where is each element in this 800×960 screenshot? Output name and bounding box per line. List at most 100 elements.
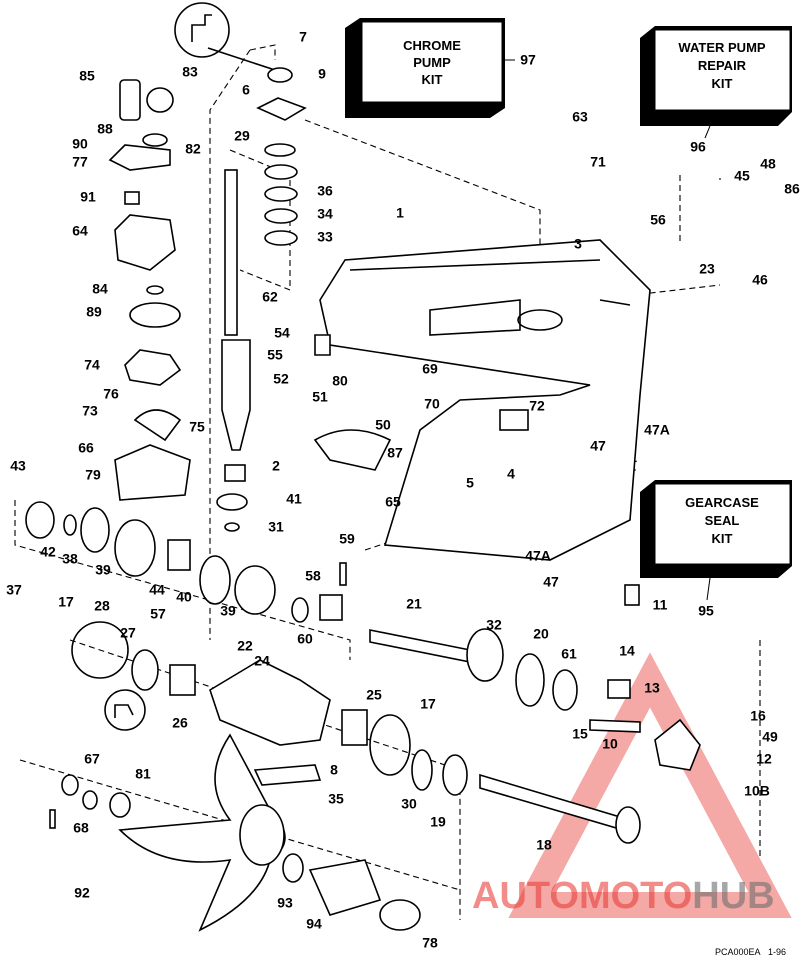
gearcase-housing bbox=[313, 239, 651, 561]
part-label: 87 bbox=[387, 445, 403, 461]
part-label: 3 bbox=[574, 236, 582, 252]
part-label: 23 bbox=[699, 261, 715, 277]
part-label: 92 bbox=[74, 885, 90, 901]
part-label: 36 bbox=[317, 183, 333, 199]
part-label: 15 bbox=[572, 726, 588, 742]
part-label: 21 bbox=[406, 596, 422, 612]
part-label: 71 bbox=[590, 154, 606, 170]
part-label: 97 bbox=[520, 52, 536, 68]
part-label: 50 bbox=[375, 417, 391, 433]
part-label: 9 bbox=[318, 66, 326, 82]
chrome-pump-kit-box: CHROME PUMP KIT 97 bbox=[345, 18, 536, 118]
part-label: 57 bbox=[150, 606, 166, 622]
part-label: 16 bbox=[750, 708, 766, 724]
part-label: 37 bbox=[6, 582, 22, 598]
part-label: 84 bbox=[92, 281, 108, 297]
part-label: 10B bbox=[744, 783, 770, 799]
part-label: 91 bbox=[80, 189, 96, 205]
part-label: 82 bbox=[185, 141, 201, 157]
footer-date: 1-96 bbox=[768, 947, 786, 957]
part-label: 95 bbox=[698, 603, 714, 619]
part-label: 25 bbox=[366, 687, 382, 703]
part-label: 58 bbox=[305, 568, 321, 584]
part-label: 14 bbox=[619, 643, 635, 659]
part-label: 12 bbox=[756, 751, 772, 767]
part-label: 6 bbox=[242, 82, 250, 98]
part-label: 62 bbox=[262, 289, 278, 305]
part-label: 66 bbox=[78, 440, 94, 456]
part-label: 47 bbox=[543, 574, 559, 590]
part-label: 1 bbox=[396, 205, 404, 221]
part-label: 32 bbox=[486, 617, 502, 633]
part-label: 4 bbox=[507, 466, 515, 482]
part-label: 75 bbox=[189, 419, 205, 435]
kit-title-line: SEAL bbox=[705, 513, 740, 528]
part-label: 86 bbox=[784, 181, 800, 197]
part-label: 68 bbox=[73, 820, 89, 836]
part-label: 39 bbox=[95, 562, 111, 578]
gearcase-seal-kit-box: GEARCASE SEAL KIT 95 bbox=[640, 480, 792, 619]
part-label: 22 bbox=[237, 638, 253, 654]
part-label: 44 bbox=[149, 582, 165, 598]
part-label: 17 bbox=[58, 594, 74, 610]
kit-title-line: KIT bbox=[712, 76, 733, 91]
part-label: 38 bbox=[62, 551, 78, 567]
part-label: 64 bbox=[72, 223, 88, 239]
part-label: 43 bbox=[10, 458, 26, 474]
part-label: 60 bbox=[297, 631, 313, 647]
part-label: 90 bbox=[72, 136, 88, 152]
detail-callout-icon bbox=[104, 2, 276, 731]
part-label: 11 bbox=[653, 597, 668, 613]
part-label: 35 bbox=[328, 791, 344, 807]
part-label: 88 bbox=[97, 121, 113, 137]
watermark-part1: AUTOMOTO bbox=[472, 875, 692, 917]
part-label: 72 bbox=[529, 398, 545, 414]
part-label: 79 bbox=[85, 467, 101, 483]
part-label: 20 bbox=[533, 626, 549, 642]
part-label: 56 bbox=[650, 212, 666, 228]
watermark-text: AUTOMOTOHUB bbox=[472, 875, 775, 917]
part-label: 27 bbox=[120, 625, 136, 641]
part-label: 46 bbox=[752, 272, 768, 288]
part-label: 17 bbox=[420, 696, 436, 712]
part-label: 78 bbox=[422, 935, 438, 951]
part-label: 65 bbox=[385, 494, 401, 510]
kit-title-line: CHROME bbox=[403, 38, 461, 53]
part-label: 63 bbox=[572, 109, 588, 125]
part-label: 40 bbox=[176, 589, 192, 605]
part-label: 26 bbox=[172, 715, 188, 731]
part-label: 94 bbox=[306, 916, 322, 932]
watermark-triangle-icon bbox=[508, 652, 792, 918]
part-label: 52 bbox=[273, 371, 289, 387]
water-pump-kit-box: WATER PUMP REPAIR KIT 96 bbox=[640, 26, 792, 155]
part-label: 34 bbox=[317, 206, 333, 222]
part-label: 7 bbox=[299, 29, 307, 45]
watermark-part2: HUB bbox=[692, 875, 774, 917]
part-label: 51 bbox=[312, 389, 328, 405]
part-label: 80 bbox=[332, 373, 348, 389]
part-label: 69 bbox=[422, 361, 438, 377]
part-label: 42 bbox=[40, 544, 56, 560]
kit-title-line: PUMP bbox=[413, 55, 451, 70]
part-label: 85 bbox=[79, 68, 95, 84]
part-label: 67 bbox=[84, 751, 100, 767]
kit-title-line: REPAIR bbox=[698, 58, 747, 73]
part-label: 89 bbox=[86, 304, 102, 320]
part-label: 73 bbox=[82, 403, 98, 419]
part-label: 10 bbox=[602, 736, 618, 752]
part-label: 45 bbox=[734, 168, 750, 184]
part-label: 33 bbox=[317, 229, 333, 245]
part-label: 59 bbox=[339, 531, 355, 547]
part-label: 47 bbox=[590, 438, 606, 454]
part-label: 55 bbox=[267, 347, 283, 363]
part-label: 48 bbox=[760, 156, 776, 172]
part-label: 31 bbox=[268, 519, 284, 535]
part-label: 81 bbox=[135, 766, 151, 782]
part-label: 29 bbox=[234, 128, 250, 144]
part-label: 8 bbox=[330, 762, 338, 778]
part-label: 70 bbox=[424, 396, 440, 412]
part-label: 93 bbox=[277, 895, 293, 911]
part-label: 2 bbox=[272, 458, 280, 474]
